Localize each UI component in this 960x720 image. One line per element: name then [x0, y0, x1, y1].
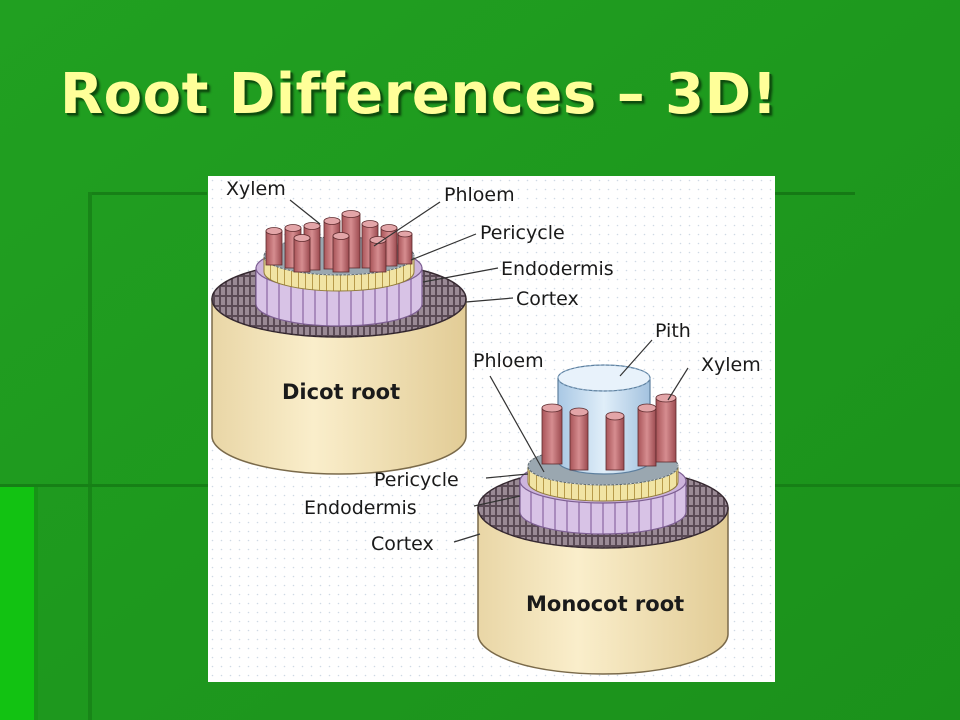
monocot-pith-leader [619, 339, 653, 377]
slide-title: Root Differences – 3D! [60, 62, 778, 127]
monocot-xylem-leader [667, 367, 689, 401]
dicot-endodermis-leader [422, 267, 499, 283]
monocot-cortex-label: Cortex [371, 533, 434, 555]
dicot-root-illustration: Dicot root Xylem Phloem Pericycle Endode… [211, 178, 614, 475]
dicot-phloem-leader [373, 201, 441, 247]
dicot-root-name: Dicot root [282, 380, 400, 404]
dicot-cortex-label: Cortex [516, 288, 579, 310]
dicot-endodermis-label: Endodermis [501, 258, 614, 280]
root-cross-section-diagram: Dicot root Xylem Phloem Pericycle Endode… [208, 176, 775, 682]
dicot-cortex-leader [465, 297, 514, 303]
monocot-pericycle-leader [485, 473, 529, 479]
monocot-pericycle-label: Pericycle [374, 469, 459, 491]
monocot-endodermis-label: Endodermis [304, 497, 417, 519]
monocot-phloem-leader [489, 375, 545, 473]
dicot-pericycle-label: Pericycle [480, 222, 565, 244]
monocot-pith-label: Pith [655, 320, 691, 342]
dicot-phloem-label: Phloem [444, 184, 515, 206]
dicot-xylem-label: Xylem [226, 178, 286, 200]
monocot-xylem-label: Xylem [701, 354, 761, 376]
monocot-endodermis-leader [473, 495, 521, 507]
monocot-root-illustration: Monocot root Pith Phloem Xylem Pericycle… [304, 320, 761, 675]
dicot-pericycle-leader [410, 233, 477, 261]
monocot-cortex-leader [453, 533, 481, 543]
dicot-xylem-leader [289, 199, 321, 225]
monocot-root-name: Monocot root [526, 592, 684, 616]
monocot-phloem-label: Phloem [473, 350, 544, 372]
